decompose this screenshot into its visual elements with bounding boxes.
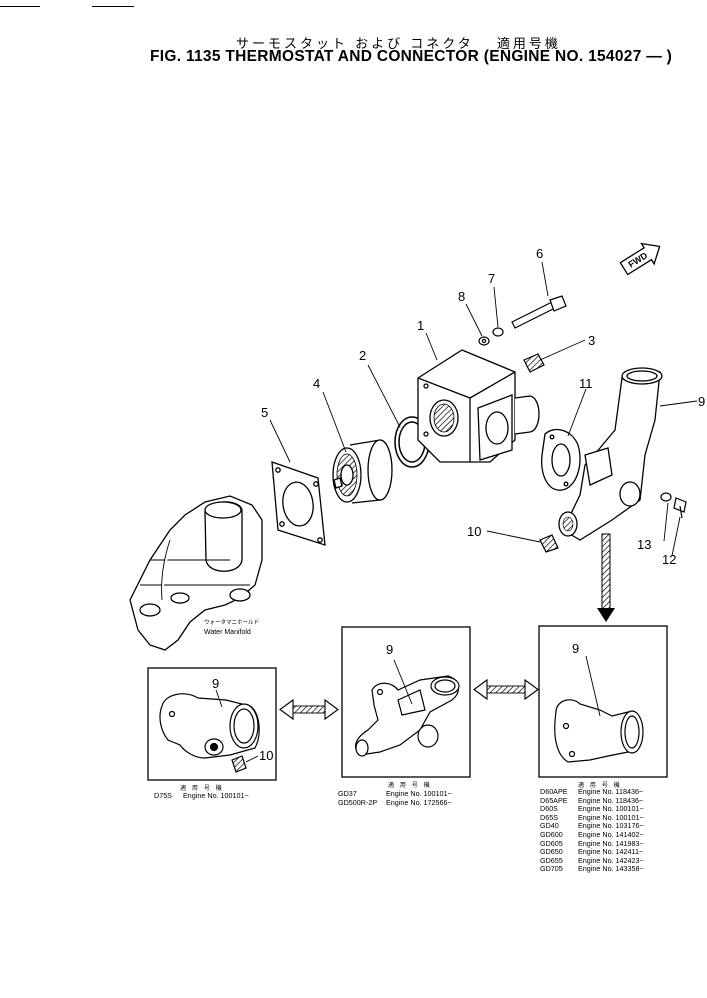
model-name: GD655 (540, 855, 563, 865)
engine-number: Engine No. 103176~ (578, 821, 644, 831)
table-row: D60S Engine No. 100101~ (540, 804, 644, 814)
inset-1-callout-10: 10 (259, 748, 273, 763)
gasket-part-11 (541, 428, 581, 491)
plug-part-10 (539, 534, 559, 553)
bolt-part-6 (511, 295, 567, 329)
table-row: D75S Engine No. 100101~ (154, 791, 249, 801)
engine-number: Engine No. 100101~ (578, 812, 644, 822)
inset-1-leader-9 (215, 689, 223, 708)
inset-3-model-table: D60APE Engine No. 118436~ D65APE Engine No… (540, 787, 644, 874)
water-manifold-en-label: Water Manifold (204, 629, 251, 636)
engine-number: Engine No. 143358~ (578, 864, 644, 874)
engine-number: Engine No. 141402~ (578, 829, 644, 839)
callout-12: 12 (662, 552, 676, 567)
callout-4: 4 (313, 376, 320, 391)
callout-6: 6 (536, 246, 543, 261)
callout-3: 3 (588, 333, 595, 348)
table-row: D60APE Engine No. 118436~ (540, 787, 644, 797)
inset-2-callout-9: 9 (386, 642, 393, 657)
double-arrow-left (279, 698, 339, 721)
table-row: GD655 Engine No. 142423~ (540, 855, 644, 866)
connector-part-9 (558, 367, 663, 541)
model-name: GD40 (540, 821, 559, 831)
model-name: D75S (154, 791, 172, 800)
callout-9: 9 (698, 394, 705, 409)
callout-11: 11 (579, 376, 593, 391)
model-name: GD705 (540, 864, 563, 874)
table-row: GD500R-2P Engine No. 172566~ (338, 797, 452, 808)
callout-13: 13 (637, 537, 651, 552)
engine-number: Engine No. 141983~ (578, 838, 644, 848)
inset-2-leader-9 (393, 659, 413, 705)
nut-part-8 (478, 336, 490, 346)
engine-number: Engine No. 100101~ (386, 789, 452, 798)
housing-part-1 (417, 349, 540, 463)
inset-3-leader-9 (585, 655, 601, 717)
down-arrow (597, 533, 615, 622)
table-row: GD600 Engine No. 141402~ (540, 829, 644, 840)
inset-1-applicable-header: 適 用 号 機 (180, 785, 224, 792)
model-name: GD605 (540, 838, 563, 848)
model-name: D60S (540, 804, 558, 814)
double-arrow-right (473, 678, 539, 701)
engine-number: Engine No. 142411~ (578, 847, 644, 857)
thermostat-part-4 (332, 439, 393, 504)
inset-3-applicable-header: 適 用 号 機 (578, 782, 622, 789)
inset-1-leader-10 (245, 755, 259, 763)
water-manifold-jp-label: ウォータマニホールド (204, 618, 259, 626)
callout-8: 8 (458, 289, 465, 304)
table-row: GD37 Engine No. 100101~ (338, 789, 452, 799)
washer-part-13 (660, 492, 672, 502)
callout-5: 5 (261, 405, 268, 420)
bolt-part-12 (673, 497, 687, 519)
model-name: GD650 (540, 847, 563, 857)
callout-10: 10 (467, 524, 481, 539)
washer-part-7 (492, 327, 504, 337)
inset-2-model-table: GD37 Engine No. 100101~ GD500R-2P Engine… (338, 789, 452, 808)
inset-3-callout-9: 9 (572, 641, 579, 656)
engine-number: Engine No. 100101~ (578, 804, 644, 814)
inset-3-connector (554, 699, 644, 763)
model-name: GD600 (540, 829, 563, 839)
inset-2-connector (354, 675, 460, 757)
figure-title: FIG. 1135 THERMOSTAT AND CONNECTOR (ENGI… (150, 48, 673, 65)
table-row: D65S Engine No. 100101~ (540, 812, 644, 823)
model-name: D65S (540, 812, 558, 822)
table-row: GD650 Engine No. 142411~ (540, 847, 644, 857)
table-row: D65APE Engine No. 118436~ (540, 795, 644, 806)
engine-number: Engine No. 100101~ (183, 791, 249, 800)
table-row: GD605 Engine No. 141983~ (540, 838, 644, 849)
inset-1-connector (159, 693, 260, 773)
table-row: GD40 Engine No. 103176~ (540, 821, 644, 831)
inset-1-model-table: D75S Engine No. 100101~ (154, 791, 249, 801)
model-name: D65APE (540, 795, 568, 805)
plug-part-3 (523, 353, 545, 373)
model-name: GD500R-2P (338, 797, 378, 807)
leader-lines (269, 261, 698, 557)
callout-2: 2 (359, 348, 366, 363)
japanese-title: サーモスタット および コネクタ 適用号機 (236, 37, 561, 52)
inset-1-callout-9: 9 (212, 676, 219, 691)
engine-number: Engine No. 172566~ (386, 797, 452, 807)
callout-1: 1 (417, 318, 424, 333)
water-manifold (129, 495, 263, 651)
table-row: GD705 Engine No. 143358~ (540, 864, 644, 874)
engine-number: Engine No. 142423~ (578, 855, 644, 865)
gasket-part-5 (271, 461, 326, 546)
top-rule-right (92, 6, 134, 7)
engine-number: Engine No. 118436~ (578, 795, 644, 805)
fwd-arrow: FWD (619, 242, 661, 276)
engine-number: Engine No. 118436~ (578, 787, 644, 796)
inset-2-applicable-header: 適 用 号 機 (388, 782, 432, 789)
model-name: D60APE (540, 787, 568, 796)
top-rule-left (0, 6, 40, 7)
model-name: GD37 (338, 789, 357, 798)
callout-7: 7 (488, 271, 495, 286)
